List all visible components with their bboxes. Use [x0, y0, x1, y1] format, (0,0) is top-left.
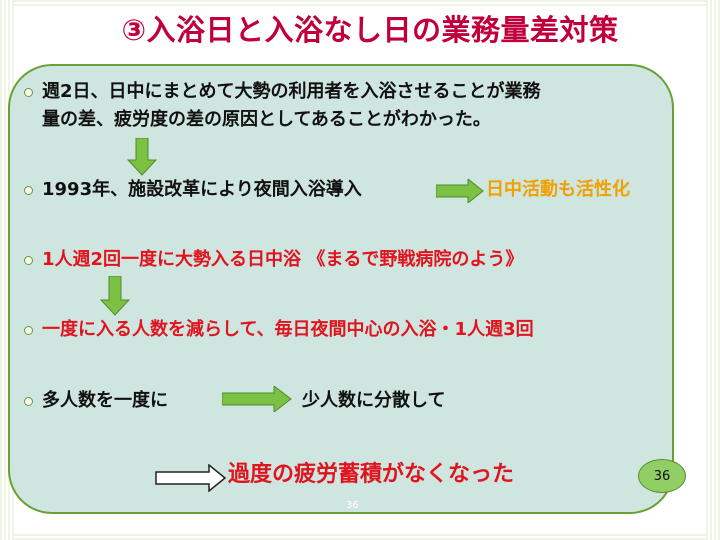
bullet-icon: [24, 88, 33, 97]
conclusion-text: 過度の疲労蓄積がなくなった: [228, 462, 515, 487]
page-badge: 36: [638, 459, 686, 493]
item-3-text: 1人週2回一度に大勢入る日中浴 《まるで野戦病院のよう》: [42, 249, 524, 270]
frame-right: [706, 0, 720, 540]
frame-bottom: [0, 534, 720, 540]
item-5-right: 少人数に分散して: [302, 390, 446, 411]
frame-top: [0, 0, 720, 6]
slide-title: ③入浴日と入浴なし日の業務量差対策: [121, 13, 619, 47]
item-5-left: 多人数を一度に: [42, 390, 168, 411]
outline-arrow-icon: [155, 464, 227, 492]
item-4-text: 一度に入る人数を減らして、毎日夜間中心の入浴・1人週3回: [42, 319, 534, 340]
item-2-text: 1993年、施設改革により夜間入浴導入: [42, 179, 362, 200]
page-number: 36: [346, 500, 359, 511]
bullet-icon: [24, 186, 33, 195]
down-arrow-icon: [100, 276, 130, 316]
down-arrow-icon: [127, 138, 157, 176]
right-arrow-icon: [436, 179, 484, 203]
right-arrow-icon: [222, 386, 292, 412]
bullet-icon: [24, 256, 33, 265]
item-2-result: 日中活動も活性化: [486, 179, 630, 200]
item-1-line-1: 週2日、日中にまとめて大勢の利用者を入浴させることが業務: [42, 81, 541, 102]
item-1-line-2: 量の差、疲労度の差の原因としてあることがわかった。: [42, 109, 491, 130]
bullet-icon: [24, 397, 33, 406]
bullet-icon: [24, 326, 33, 335]
